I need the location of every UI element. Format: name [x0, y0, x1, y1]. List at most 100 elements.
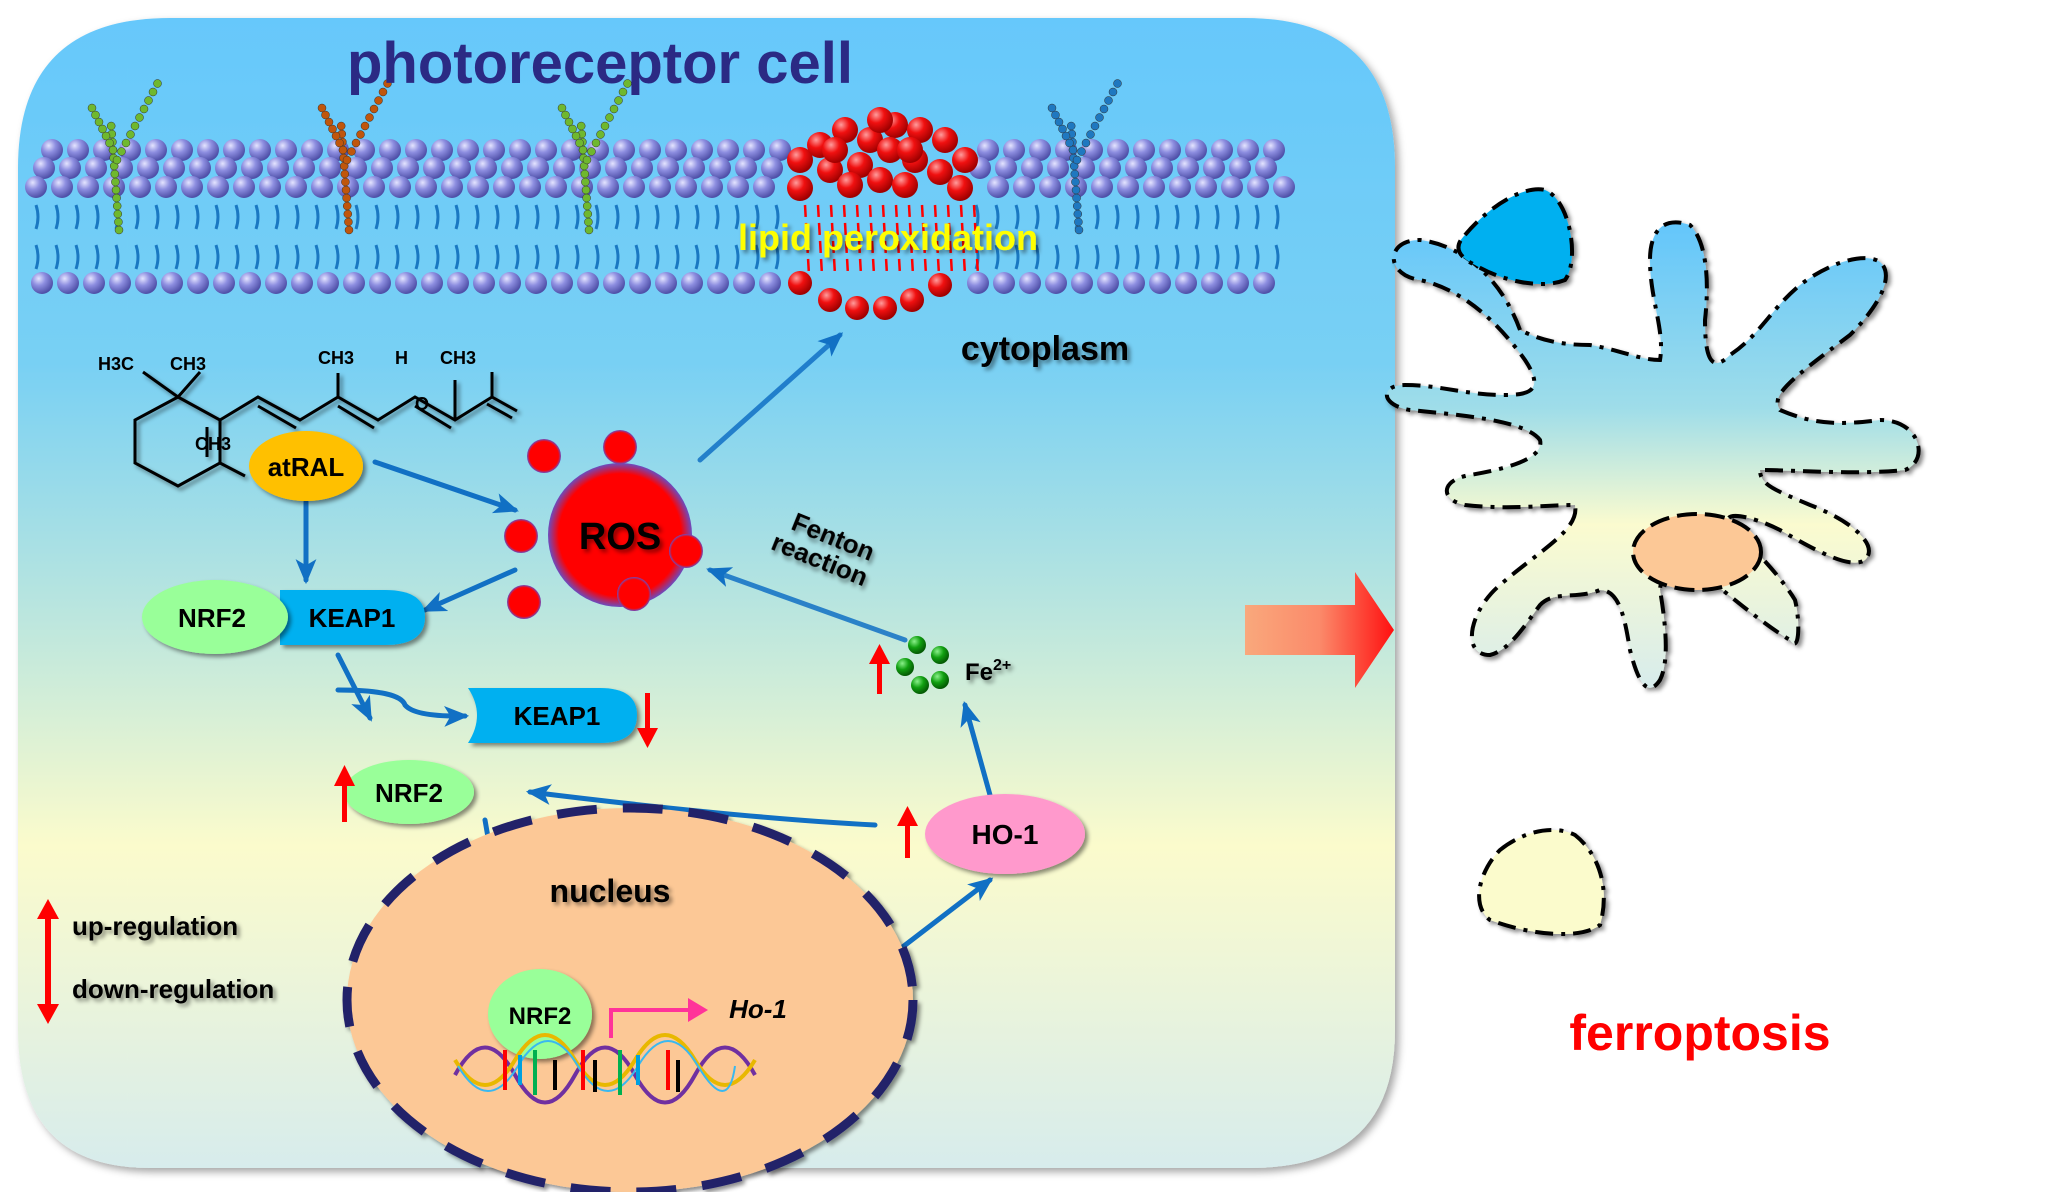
receptor-bead — [1071, 185, 1081, 195]
oxidized-tail — [907, 204, 915, 276]
receptor-bead — [144, 96, 153, 105]
lipid-head — [275, 139, 297, 161]
lipid-tail — [574, 244, 580, 270]
receptor-bead — [591, 138, 601, 148]
lipid-head — [233, 176, 255, 198]
receptor-bead — [596, 130, 605, 139]
lipid-head — [1149, 272, 1171, 294]
lipid-head — [1185, 139, 1207, 161]
lipid-tail — [314, 204, 320, 230]
oxidized-tail — [816, 204, 824, 276]
oxidized-head — [873, 296, 897, 320]
lipid-head — [987, 176, 1009, 198]
ferroptotic-fragment-bottom — [1477, 828, 1606, 936]
ho1-label: HO-1 — [972, 819, 1039, 850]
lipid-tail — [514, 204, 520, 230]
oxidized-head — [877, 137, 903, 163]
receptor-bead — [582, 201, 592, 211]
receptor-bead — [335, 138, 344, 148]
lipid-head — [397, 157, 419, 179]
oxidized-head — [787, 175, 813, 201]
receptor-bead — [1068, 145, 1078, 155]
lipid-head — [135, 272, 157, 294]
receptor-bead — [114, 217, 123, 227]
receptor-bead — [356, 130, 365, 139]
lipid-head — [415, 176, 437, 198]
oxidized-head — [857, 127, 883, 153]
receptor-bead — [584, 217, 593, 227]
lipid-head — [83, 272, 105, 294]
lipid-tail — [694, 244, 700, 270]
lipid-head — [605, 157, 627, 179]
photoreceptor-cell-body — [18, 18, 1395, 1168]
receptor-bead — [383, 79, 392, 88]
lipid-head — [483, 139, 505, 161]
lipid-tail — [974, 204, 980, 230]
lipid-head — [753, 176, 775, 198]
receptor-bead — [321, 110, 330, 120]
o-label: O — [415, 394, 429, 414]
lipid-head — [1003, 139, 1025, 161]
nrf2-free-label: NRF2 — [375, 778, 443, 808]
lipid-tail — [754, 204, 760, 230]
lipid-head — [977, 139, 999, 161]
lipid-tail — [454, 244, 460, 270]
oxidized-tail — [855, 204, 863, 276]
receptor-bead — [614, 96, 623, 105]
lipid-head — [405, 139, 427, 161]
lipid-head — [577, 272, 599, 294]
receptor-bead — [1061, 131, 1071, 141]
lipid-tail — [594, 204, 600, 230]
receptor-bead — [112, 201, 122, 211]
legend-down-arrow — [37, 965, 59, 1024]
lipid-tail — [314, 244, 320, 270]
ferroptotic-cell — [1384, 187, 1921, 936]
ros-cluster — [504, 430, 703, 619]
lipid-tail — [614, 244, 620, 270]
receptor-bead — [1070, 169, 1080, 179]
lipid-tail — [34, 204, 40, 230]
lipid-head — [473, 272, 495, 294]
oxidized-head — [932, 127, 958, 153]
lipid-head — [717, 139, 739, 161]
lipid-head — [389, 176, 411, 198]
lipid-tail — [194, 244, 200, 270]
lipid-head — [187, 272, 209, 294]
ho1-node — [925, 794, 1085, 874]
lipid-tail — [174, 244, 180, 270]
lipid-head — [267, 157, 289, 179]
oxidized-head — [822, 137, 848, 163]
lipid-tail — [574, 204, 580, 230]
lipid-tail — [534, 244, 540, 270]
lipid-tail — [1054, 204, 1060, 230]
atral-structure — [133, 370, 518, 488]
receptor-bead — [369, 104, 379, 114]
lipid-tail — [734, 244, 740, 270]
keap1-free-node — [468, 688, 637, 743]
lipid-head — [683, 157, 705, 179]
receptor-bead — [153, 79, 162, 88]
lipid-bilayer — [25, 139, 1295, 294]
lipid-tail — [1134, 204, 1140, 230]
lipid-head — [467, 176, 489, 198]
receptor-bead — [343, 209, 353, 219]
lipid-head — [1203, 157, 1225, 179]
receptor-bead — [1066, 121, 1076, 131]
lipid-head — [545, 176, 567, 198]
lipid-tail — [434, 204, 440, 230]
lipid-tail — [134, 244, 140, 270]
lipid-head — [501, 157, 523, 179]
lipid-tail — [494, 244, 500, 270]
arrow-ros-to-membrane — [697, 332, 844, 463]
oxidized-head — [900, 288, 924, 312]
h3c-label: H3C — [98, 354, 134, 374]
arrow-fe-to-ros — [706, 567, 908, 643]
lipid-head — [171, 139, 193, 161]
lipid-tail — [1214, 244, 1220, 270]
receptor-bead — [600, 121, 610, 131]
nrf2-up-arrow — [334, 765, 355, 822]
lipid-tail — [74, 204, 80, 230]
lipid-tail — [414, 244, 420, 270]
oxidized-head — [867, 107, 893, 133]
